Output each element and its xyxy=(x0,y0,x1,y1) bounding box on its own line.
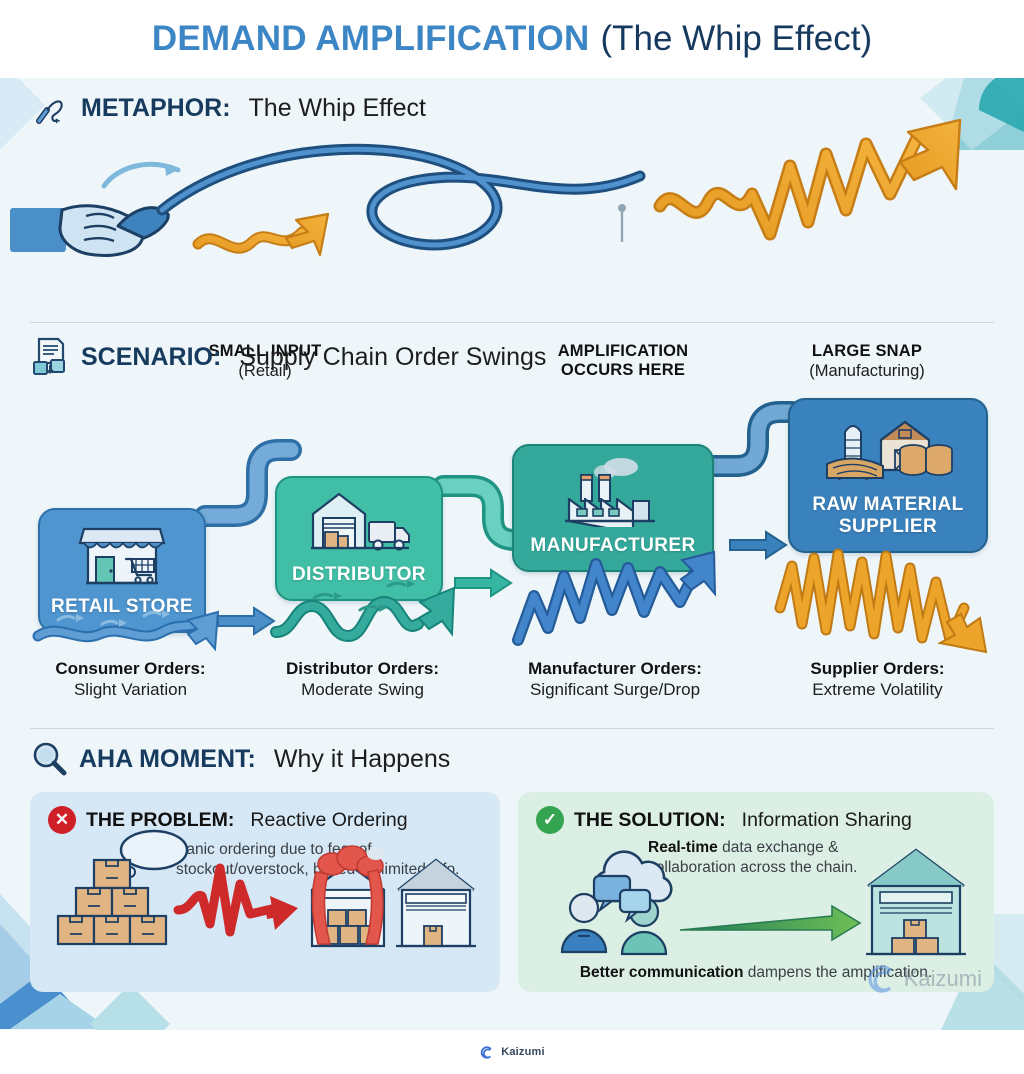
caption-text: Slight Variation xyxy=(73,680,188,699)
check-circle-icon: ✓ xyxy=(536,806,564,834)
solution-footer-bold: Better communication xyxy=(579,964,744,981)
metaphor-label-large-snap: LARGE SNAP (Manufacturing) xyxy=(752,342,982,381)
problem-rest: Reactive Ordering xyxy=(250,808,408,831)
caption-manufacturer-orders: Manufacturer Orders: Significant Surge/D… xyxy=(495,658,735,701)
scenario-heading-label: SCENARIO: xyxy=(81,342,222,371)
problem-description: Panic ordering due to fear of stockout/o… xyxy=(176,840,496,880)
metaphor-label-row: SMALL INPUT (Retail) AMPLIFICATION OCCUR… xyxy=(0,342,1024,398)
magnifier-icon xyxy=(33,742,67,776)
caption-title: Manufacturer Orders: xyxy=(528,659,702,678)
problem-description-line1: Panic ordering due to fear of xyxy=(176,841,372,858)
document-boxes-icon xyxy=(33,337,65,375)
problem-panel-header: ✕ THE PROBLEM: Reactive Ordering xyxy=(30,792,500,834)
chain-node-raw-material-supplier[interactable]: RAW MATERIAL SUPPLIER xyxy=(788,398,988,553)
chain-connectors xyxy=(194,401,803,636)
solution-footer-rest: dampens the amplification. xyxy=(743,964,933,981)
scenario-section: SCENARIO: Supply Chain Order Swings xyxy=(0,336,1024,726)
footer-brand-name: Kaizumi xyxy=(501,1046,545,1058)
caption-title: Consumer Orders: xyxy=(55,659,206,678)
chain-node-label: DISTRIBUTOR xyxy=(292,564,426,585)
moderate-wave-arrow-icon xyxy=(270,580,456,643)
scenario-heading: SCENARIO: Supply Chain Order Swings xyxy=(0,336,1024,378)
metaphor-label-small-input: SMALL INPUT (Retail) xyxy=(150,342,380,381)
chain-node-manufacturer[interactable]: MANUFACTURER xyxy=(512,444,714,572)
whip-illustration xyxy=(10,118,962,257)
page-title: DEMAND AMPLIFICATION (The Whip Effect) xyxy=(0,0,1024,78)
jagged-wave-arrow-icon xyxy=(512,550,717,646)
solution-panel-header: ✓ THE SOLUTION: Information Sharing xyxy=(518,792,994,834)
solution-description: Real-time data exchange & collaboration … xyxy=(648,838,978,878)
scenario-heading-rest: Supply Chain Order Swings xyxy=(239,342,547,371)
solution-label: THE SOLUTION: xyxy=(574,808,726,831)
chain-node-distributor[interactable]: DISTRIBUTOR xyxy=(275,476,443,601)
caption-title: Distributor Orders: xyxy=(285,659,440,678)
x-circle-icon: ✕ xyxy=(48,806,76,834)
metaphor-label-line2: (Retail) xyxy=(238,362,292,380)
solution-description-line1: data exchange & xyxy=(717,839,839,856)
solution-panel: ✓ THE SOLUTION: Information Sharing Real… xyxy=(518,792,994,992)
aha-heading-rest: Why it Happens xyxy=(273,744,451,773)
empty-warehouse-icon xyxy=(396,858,476,948)
metaphor-heading-label: METAPHOR: xyxy=(81,93,231,122)
whip-icon xyxy=(36,100,63,124)
metaphor-section: METAPHOR: The Whip Effect xyxy=(0,88,1024,380)
warehouse-truck-icon xyxy=(277,478,441,564)
solution-illustration xyxy=(560,848,966,956)
green-arrow-icon xyxy=(679,904,862,942)
metaphor-label-amplification: AMPLIFICATION OCCURS HERE xyxy=(508,342,738,380)
metaphor-heading-rest: The Whip Effect xyxy=(248,93,426,122)
page-title-sub: (The Whip Effect) xyxy=(600,19,873,58)
page-title-main: DEMAND AMPLIFICATION xyxy=(151,19,590,58)
aha-panels: ✕ THE PROBLEM: Reactive Ordering Panic o… xyxy=(0,792,1024,1002)
metaphor-label-line2: OCCURS HERE xyxy=(560,361,686,379)
solution-panel-body: Real-time data exchange & collaboration … xyxy=(518,834,994,990)
caption-supplier-orders: Supplier Orders: Extreme Volatility xyxy=(765,658,990,701)
divider-scenario-aha xyxy=(30,728,994,729)
metaphor-label-line1: SMALL INPUT xyxy=(208,342,322,360)
divider-metaphor-scenario xyxy=(30,322,994,323)
aha-moment-section: AHA MOMENT: Why it Happens ✕ THE PROBLEM… xyxy=(0,740,1024,1040)
problem-illustration xyxy=(56,829,476,948)
metaphor-heading: METAPHOR: The Whip Effect xyxy=(0,88,1024,128)
volatile-wave-arrow-icon xyxy=(774,548,988,654)
boxes-stack-icon xyxy=(56,858,168,946)
problem-panel-body: Panic ordering due to fear of stockout/o… xyxy=(30,829,500,990)
solution-footer-text: Better communication dampens the amplifi… xyxy=(518,964,994,982)
metaphor-label-line1: LARGE SNAP xyxy=(811,342,923,360)
gentle-wave-arrow-icon xyxy=(32,610,220,652)
chain-node-label: MANUFACTURER xyxy=(530,535,696,556)
metaphor-label-line2: (Manufacturing) xyxy=(809,362,925,380)
chain-node-retail-store[interactable]: RETAIL STORE xyxy=(38,508,206,633)
caption-title: Supplier Orders: xyxy=(810,659,945,678)
chain-node-label: RAW MATERIAL SUPPLIER xyxy=(812,494,964,537)
aha-heading-label: AHA MOMENT: xyxy=(79,744,256,773)
caption-distributor-orders: Distributor Orders: Moderate Swing xyxy=(250,658,475,701)
caption-consumer-orders: Consumer Orders: Slight Variation xyxy=(18,658,243,701)
supply-chain-diagram: RETAIL STORE xyxy=(0,388,1024,648)
kaizumi-logo-icon xyxy=(481,1045,492,1059)
caption-text: Moderate Swing xyxy=(301,680,424,699)
problem-label: THE PROBLEM: xyxy=(86,808,235,831)
stocked-warehouse-icon xyxy=(866,848,966,956)
order-caption-row: Consumer Orders: Slight Variation Distri… xyxy=(0,658,1024,718)
solution-description-line2: collaboration across the chain. xyxy=(648,859,858,876)
solution-description-bold: Real-time xyxy=(648,839,718,856)
overflowing-warehouse-icon xyxy=(310,845,386,948)
farm-silo-icon xyxy=(790,400,986,494)
factory-icon xyxy=(514,446,712,535)
red-spike-arrow-icon xyxy=(173,863,298,937)
aha-heading: AHA MOMENT: Why it Happens xyxy=(0,740,1024,778)
caption-text: Significant Surge/Drop xyxy=(529,680,701,699)
storefront-icon xyxy=(40,510,204,596)
solution-rest: Information Sharing xyxy=(741,808,912,831)
order-variation-waves xyxy=(0,548,1024,658)
problem-panel: ✕ THE PROBLEM: Reactive Ordering Panic o… xyxy=(30,792,500,992)
caption-text: Extreme Volatility xyxy=(812,680,943,699)
people-chat-icon xyxy=(560,874,668,956)
problem-description-line2: stockout/overstock, based on limited inf… xyxy=(176,861,460,878)
metaphor-label-line1: AMPLIFICATION xyxy=(557,342,689,360)
footer-brand: Kaizumi xyxy=(0,1030,1024,1074)
